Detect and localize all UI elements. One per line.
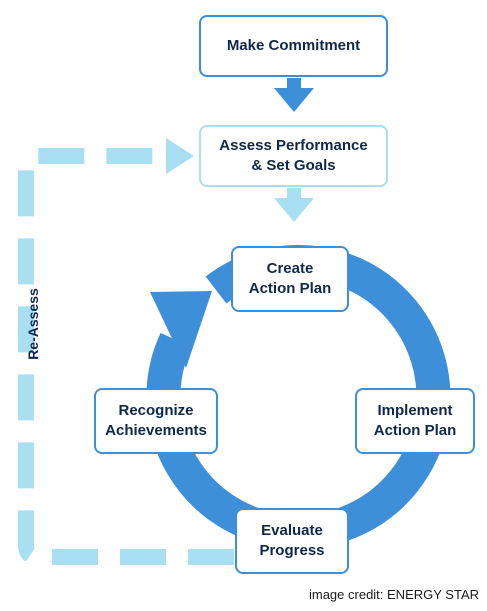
reassess-loop: [18, 138, 234, 565]
step-evaluate-progress-line2: Progress: [259, 542, 325, 559]
step-assess-performance-line2: & Set Goals: [251, 157, 336, 174]
reassess-label: Re-Assess: [25, 288, 41, 360]
step-implement-action-plan-line2: Action Plan: [373, 422, 457, 439]
cycle-arrowhead: [150, 291, 212, 368]
step-evaluate-progress: Evaluate Progress: [235, 508, 349, 574]
step-recognize-achievements-line2: Achievements: [105, 422, 207, 439]
step-make-commitment-label: Make Commitment: [226, 37, 361, 54]
arrow-assess-to-create: [274, 188, 314, 222]
step-make-commitment: Make Commitment: [199, 15, 388, 77]
step-recognize-achievements-line1: Recognize: [118, 402, 194, 419]
step-assess-performance: Assess Performance & Set Goals: [199, 125, 388, 187]
step-create-action-plan-line2: Action Plan: [248, 280, 332, 297]
step-implement-action-plan-line1: Implement: [377, 402, 453, 419]
step-create-action-plan: Create Action Plan: [231, 246, 349, 312]
image-credit: image credit: ENERGY STAR: [308, 587, 479, 602]
step-evaluate-progress-line1: Evaluate: [261, 522, 323, 539]
arrow-make-to-assess: [274, 78, 314, 112]
step-implement-action-plan: Implement Action Plan: [355, 388, 475, 454]
step-create-action-plan-line1: Create: [266, 260, 314, 277]
step-assess-performance-line1: Assess Performance: [219, 137, 368, 154]
step-recognize-achievements: Recognize Achievements: [94, 388, 218, 454]
